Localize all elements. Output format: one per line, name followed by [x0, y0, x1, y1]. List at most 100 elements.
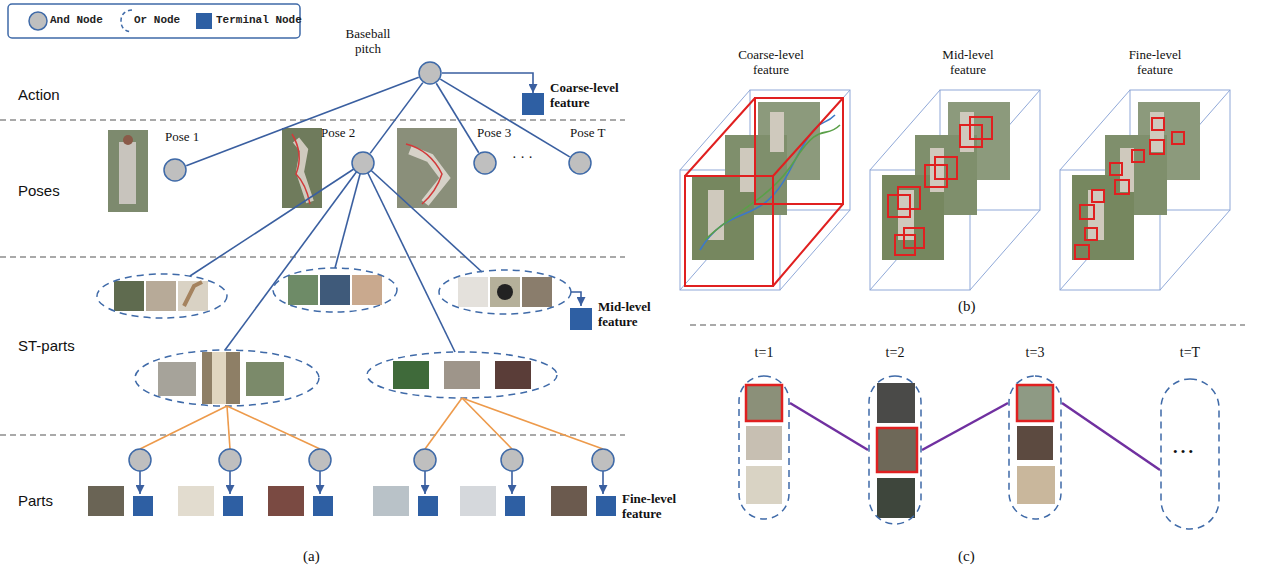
- st-part-photo: [495, 361, 531, 389]
- candidate-photo: [746, 426, 782, 460]
- or-node-outline: [367, 352, 557, 398]
- part-photo: [551, 486, 587, 516]
- video-volume: [680, 90, 1230, 290]
- or-node: t=3: [1008, 375, 1062, 520]
- feature-label: Mid-level feature: [928, 48, 1008, 78]
- terminal-square: [313, 496, 333, 516]
- legend-or-node: [121, 10, 132, 32]
- feature-arrow: [602, 471, 604, 494]
- st-part-photo: [202, 352, 240, 404]
- video-frame: [1150, 112, 1164, 152]
- and-node: Pose 3: [473, 151, 497, 175]
- feature-region: [935, 157, 957, 179]
- part-photo: [178, 486, 214, 516]
- st-part-photo: [497, 284, 513, 300]
- feature-region: [904, 228, 924, 248]
- and-node-circle: [414, 449, 436, 471]
- feature-region: [685, 98, 1184, 286]
- node-shape: [568, 151, 592, 175]
- node-shape: [1008, 375, 1062, 520]
- candidate-photo: [746, 385, 782, 421]
- connector: [436, 83, 478, 153]
- node-label: Pose 3: [477, 126, 511, 141]
- st-part-photo: [246, 362, 284, 396]
- panel-label: (c): [958, 548, 975, 565]
- selected-candidate: [746, 385, 1053, 472]
- feature-region: [685, 98, 843, 286]
- decomposition-line: [363, 163, 482, 272]
- legend-sample: [28, 8, 50, 34]
- terminal-node: Fine-level feature: [596, 496, 616, 516]
- part-photo: [88, 486, 124, 516]
- node-label: Pose 1: [165, 130, 199, 145]
- terminal-square: [505, 496, 525, 516]
- st-part-photo: [114, 281, 144, 311]
- video-frame: [708, 190, 724, 240]
- feature-region: [1172, 132, 1184, 144]
- level-label: ST-parts: [18, 337, 75, 354]
- selected-candidate: [877, 428, 917, 472]
- node-label: Baseball pitch: [338, 27, 398, 57]
- video-frame: [898, 190, 914, 240]
- node-shape: [163, 158, 187, 182]
- pose-photo: [108, 128, 457, 212]
- video-volume: [680, 90, 850, 290]
- terminal-square: [133, 496, 153, 516]
- feature-region: [1115, 180, 1129, 194]
- part-line: [462, 398, 603, 449]
- level-label: Poses: [18, 182, 60, 199]
- feature-region: [685, 176, 773, 286]
- video-volume: [1060, 90, 1230, 290]
- and-node-circle: [501, 449, 523, 471]
- node-label: Fine-level feature: [622, 492, 697, 522]
- or-node-outline: [869, 376, 921, 524]
- feature-region: [1080, 205, 1094, 219]
- level-label: Action: [18, 86, 60, 103]
- node-shape: [418, 61, 442, 85]
- panel-divider: [690, 324, 1245, 325]
- and-node: Baseball pitch: [418, 61, 442, 85]
- candidate-photo: [1017, 426, 1053, 460]
- terminal-square: [418, 496, 438, 516]
- and-node-circle: [129, 449, 614, 471]
- node-shape: [868, 375, 922, 525]
- terminal-node: Mid-level feature: [570, 308, 592, 330]
- video-frame: [930, 148, 944, 192]
- feature-arrow: [511, 471, 513, 494]
- selected-candidate: [746, 385, 782, 421]
- feature-region: [1085, 228, 1097, 240]
- feature-region: [1132, 150, 1144, 162]
- st-part-photo: [490, 277, 520, 307]
- st-part-photo: [458, 277, 488, 307]
- st-part-photo: [184, 282, 202, 306]
- and-node-circle: [309, 449, 331, 471]
- or-node-outline: [739, 376, 789, 519]
- node-label: t=3: [1008, 345, 1062, 361]
- st-part-photo: [114, 275, 552, 404]
- and-node: Pose 2: [351, 151, 375, 175]
- st-part-photo: [320, 275, 350, 305]
- ellipsis: · · ·: [512, 150, 533, 166]
- panel-label: (b): [958, 298, 976, 315]
- selected-candidate: [1017, 385, 1053, 421]
- node-label: t=T: [1160, 345, 1220, 361]
- candidate-photo: [1017, 466, 1055, 504]
- legend-terminal-node: [196, 13, 212, 29]
- level-divider: [0, 119, 625, 120]
- level-divider: [0, 120, 625, 435]
- connector: [790, 403, 868, 450]
- node-label: Pose 2: [321, 126, 355, 141]
- and-node-circle: [592, 449, 614, 471]
- pose-photo: [406, 144, 442, 204]
- or-node-outline: [97, 274, 227, 318]
- st-part-photo: [146, 281, 176, 311]
- pose-photo: [119, 142, 136, 204]
- node-shape: [738, 375, 790, 520]
- node-label: Pose T: [570, 126, 606, 141]
- part-line: [227, 406, 320, 449]
- level-label: Parts: [18, 492, 53, 509]
- feature-label: Coarse-level feature: [721, 48, 821, 78]
- connector: [442, 73, 533, 93]
- feature-region: [1110, 163, 1122, 175]
